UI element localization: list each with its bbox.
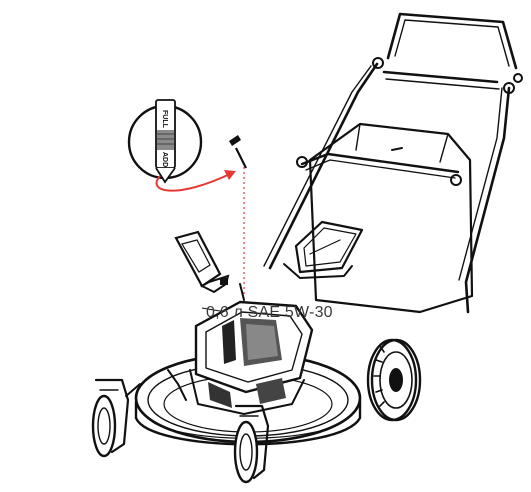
dipstick-add-label: ADD xyxy=(161,152,168,167)
oil-spec-label: 0,6 л SAE 5W-30 xyxy=(206,304,333,321)
dipstick-full-label: FULL xyxy=(161,110,168,129)
rotate-arrow-icon xyxy=(155,170,236,192)
dipstick-icon xyxy=(229,135,247,169)
oil-bottle-icon xyxy=(174,230,230,294)
lawn-mower-icon xyxy=(91,12,523,484)
dipstick-magnifier-icon: FULL ADD xyxy=(127,99,203,184)
